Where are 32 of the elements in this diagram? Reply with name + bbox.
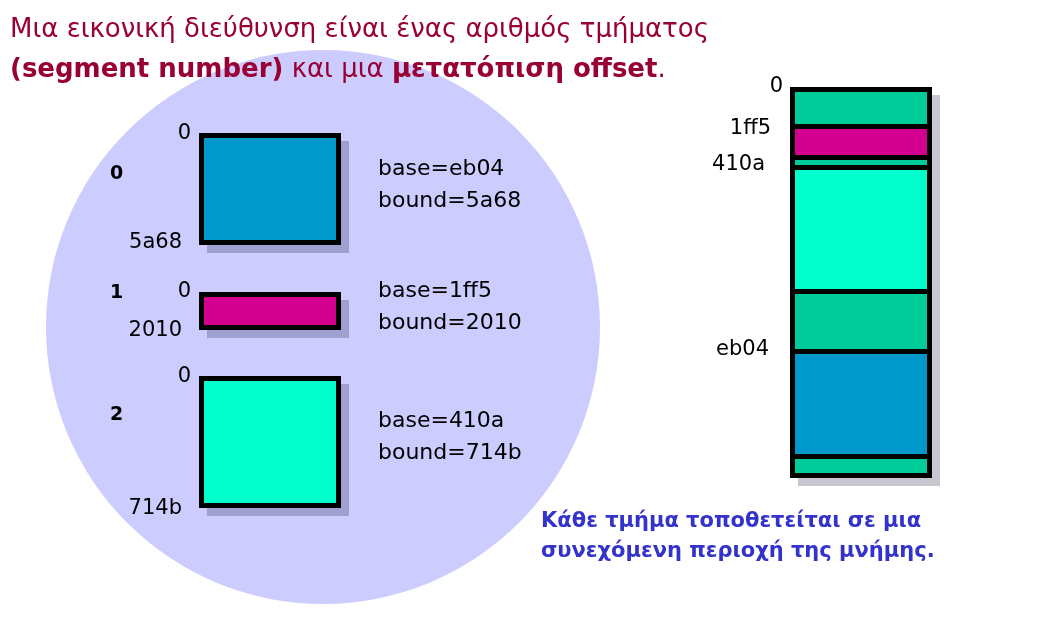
segment-block [199, 133, 349, 253]
title-text: Μια εικονική διεύθυνση είναι ένας αριθμός τμήματος (segment number) και μια μετατόπιση offset. [10, 12, 710, 85]
address-label: eb04 [716, 335, 769, 361]
caption-text: Κάθε τμήμα τοποθετείται σε μια συνεχόμενη περιοχή της μνήμης. [541, 507, 936, 564]
offset-label: 0 [177, 362, 191, 388]
segment-block [199, 376, 349, 516]
segment-band [795, 129, 927, 155]
segment-number: 1 [110, 279, 124, 303]
address-label: 1ff5 [729, 114, 771, 140]
segment-block [199, 292, 349, 338]
segment-number: 2 [110, 401, 124, 425]
offset-label: 0 [177, 119, 191, 145]
offset-label: 714b [128, 494, 182, 520]
base-label: base=eb04 [378, 155, 505, 181]
offset-label: 0 [177, 277, 191, 303]
free-memory-band [795, 294, 927, 349]
bound-label: bound=2010 [378, 309, 522, 335]
free-memory-band [795, 92, 927, 124]
base-label: base=410a [378, 407, 505, 433]
bound-label: bound=714b [378, 439, 522, 465]
offset-label: 5a68 [129, 228, 182, 254]
segment-number: 0 [110, 160, 124, 184]
memory-column [790, 87, 940, 486]
offset-label: 2010 [128, 316, 182, 342]
address-label: 0 [769, 72, 783, 98]
bound-label: bound=5a68 [378, 187, 522, 213]
free-memory-band [795, 459, 927, 473]
address-label: 410a [712, 150, 765, 176]
free-memory-band [795, 160, 927, 165]
segment-band [795, 354, 927, 454]
segment-band [795, 170, 927, 289]
base-label: base=1ff5 [378, 277, 493, 303]
